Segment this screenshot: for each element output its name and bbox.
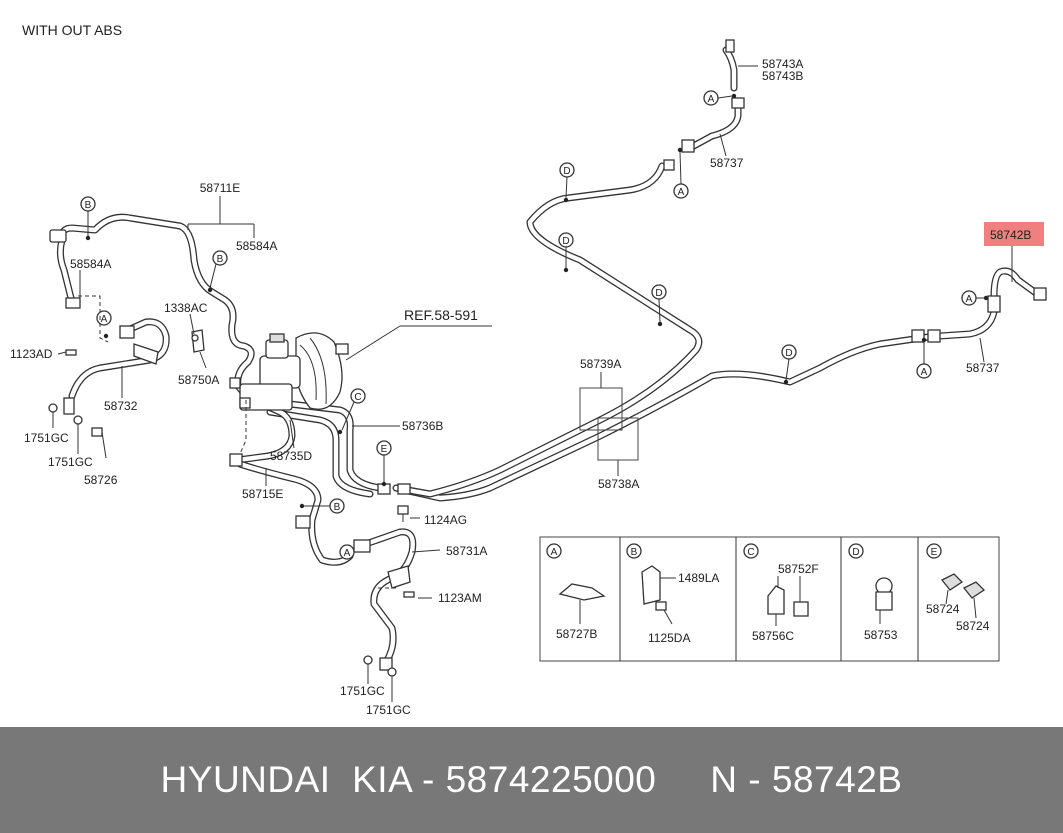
svg-text:B: B (217, 254, 224, 265)
label-58739A: 58739A (580, 357, 621, 371)
legend-58724-a: 58724 (926, 602, 960, 616)
svg-text:A: A (966, 294, 973, 305)
part-labels: 58711E 58584A 58584A 1338AC 58750A 1123A… (10, 57, 1031, 717)
svg-text:D: D (562, 236, 569, 247)
label-58715E: 58715E (242, 487, 283, 501)
callout-d-2: D (558, 232, 574, 268)
label-1124AG: 1124AG (424, 513, 467, 527)
legend-cell-c: C 58752F 58756C (743, 543, 819, 643)
svg-text:A: A (921, 367, 928, 378)
label-58736B: 58736B (402, 419, 443, 433)
leader-lines (52, 65, 1013, 702)
callout-e: E (376, 440, 392, 482)
svg-text:B: B (631, 547, 638, 558)
label-58711E: 58711E (200, 181, 240, 195)
legend-cell-a: A 58727B (546, 543, 606, 641)
svg-text:D: D (563, 166, 570, 177)
label-1123AM: 1123AM (438, 591, 482, 605)
callout-a-3: A (673, 151, 689, 199)
master-cylinder (229, 333, 301, 411)
callout-a-2: A (339, 544, 355, 560)
legend-1489LA: 1489LA (678, 571, 719, 585)
clip-dots (85, 93, 989, 509)
label-58743B: 58743B (762, 69, 803, 83)
callout-a-5: A (916, 342, 932, 379)
label-58737-top: 58737 (710, 156, 744, 170)
svg-text:C: C (354, 392, 361, 403)
svg-text:B: B (85, 200, 92, 211)
label-58750A: 58750A (178, 373, 219, 387)
svg-text:E: E (381, 444, 388, 455)
svg-text:A: A (344, 548, 351, 559)
label-58737-right: 58737 (966, 361, 1000, 375)
callout-d-4: D (781, 344, 797, 381)
legend-58752F: 58752F (778, 562, 819, 576)
svg-text:A: A (708, 94, 715, 105)
brake-booster (295, 332, 349, 410)
callout-b-1: B (80, 196, 96, 236)
label-1123AD: 1123AD (10, 347, 53, 361)
callout-b-2: B (209, 250, 228, 289)
legend-1125DA: 1125DA (648, 631, 690, 645)
legend-cell-b: B 1489LA 1125DA (626, 543, 719, 645)
part-number-footer: HYUNDAI KIA - 5874225000 N - 58742B (0, 727, 1063, 833)
callout-d-3: D (651, 284, 667, 323)
label-1751GC-d: 1751GC (366, 703, 411, 717)
legend-cell-d: D 58753 (848, 543, 898, 642)
svg-text:D: D (785, 348, 792, 359)
label-58742B: 58742B (990, 228, 1031, 242)
callout-c: C (341, 388, 366, 431)
label-58726: 58726 (84, 473, 118, 487)
label-1751GC-c: 1751GC (340, 684, 385, 698)
label-58732: 58732 (104, 399, 138, 413)
svg-text:A: A (678, 187, 685, 198)
label-58735D: 58735D (270, 449, 312, 463)
svg-text:A: A (551, 547, 558, 558)
callout-a-6: A (961, 290, 986, 306)
label-1751GC-b: 1751GC (48, 455, 93, 469)
svg-text:D: D (655, 288, 662, 299)
label-1751GC-a: 1751GC (24, 431, 69, 445)
callout-b-3: B (304, 498, 345, 514)
svg-text:C: C (747, 547, 754, 558)
label-58731A: 58731A (446, 544, 487, 558)
callout-circles: B B A C E B A D D D D A A A A (80, 90, 986, 560)
label-58738A: 58738A (598, 477, 639, 491)
legend-cell-e: E 58724 58724 (926, 543, 990, 633)
legend-58756C: 58756C (752, 629, 794, 643)
svg-text:A: A (101, 314, 108, 325)
label-ref: REF.58-591 (404, 307, 478, 323)
label-58584A-top: 58584A (236, 239, 277, 253)
legend-table: A 58727B B 1489LA 1125DA C 58752F 58756C (539, 536, 1000, 662)
footer-text: HYUNDAI KIA - 5874225000 N - 58742B (160, 759, 903, 800)
callout-a-4: A (703, 90, 733, 106)
legend-58727B: 58727B (556, 627, 597, 641)
label-1338AC: 1338AC (164, 301, 208, 315)
svg-text:D: D (852, 547, 859, 558)
svg-text:B: B (334, 502, 341, 513)
callout-d-1: D (559, 162, 575, 199)
brake-pipes (56, 46, 1044, 666)
legend-58753: 58753 (864, 628, 898, 642)
svg-text:E: E (931, 547, 938, 558)
callout-a-1: A (96, 310, 112, 326)
fittings (48, 39, 1047, 677)
label-58584A-left: 58584A (70, 257, 111, 271)
highlighted-part-box (984, 222, 1044, 246)
brake-line-diagram: WITH OUT ABS (10, 22, 1047, 717)
legend-58724-b: 58724 (956, 619, 990, 633)
label-58743A: 58743A (762, 57, 803, 71)
diagram-header: WITH OUT ABS (22, 22, 122, 38)
